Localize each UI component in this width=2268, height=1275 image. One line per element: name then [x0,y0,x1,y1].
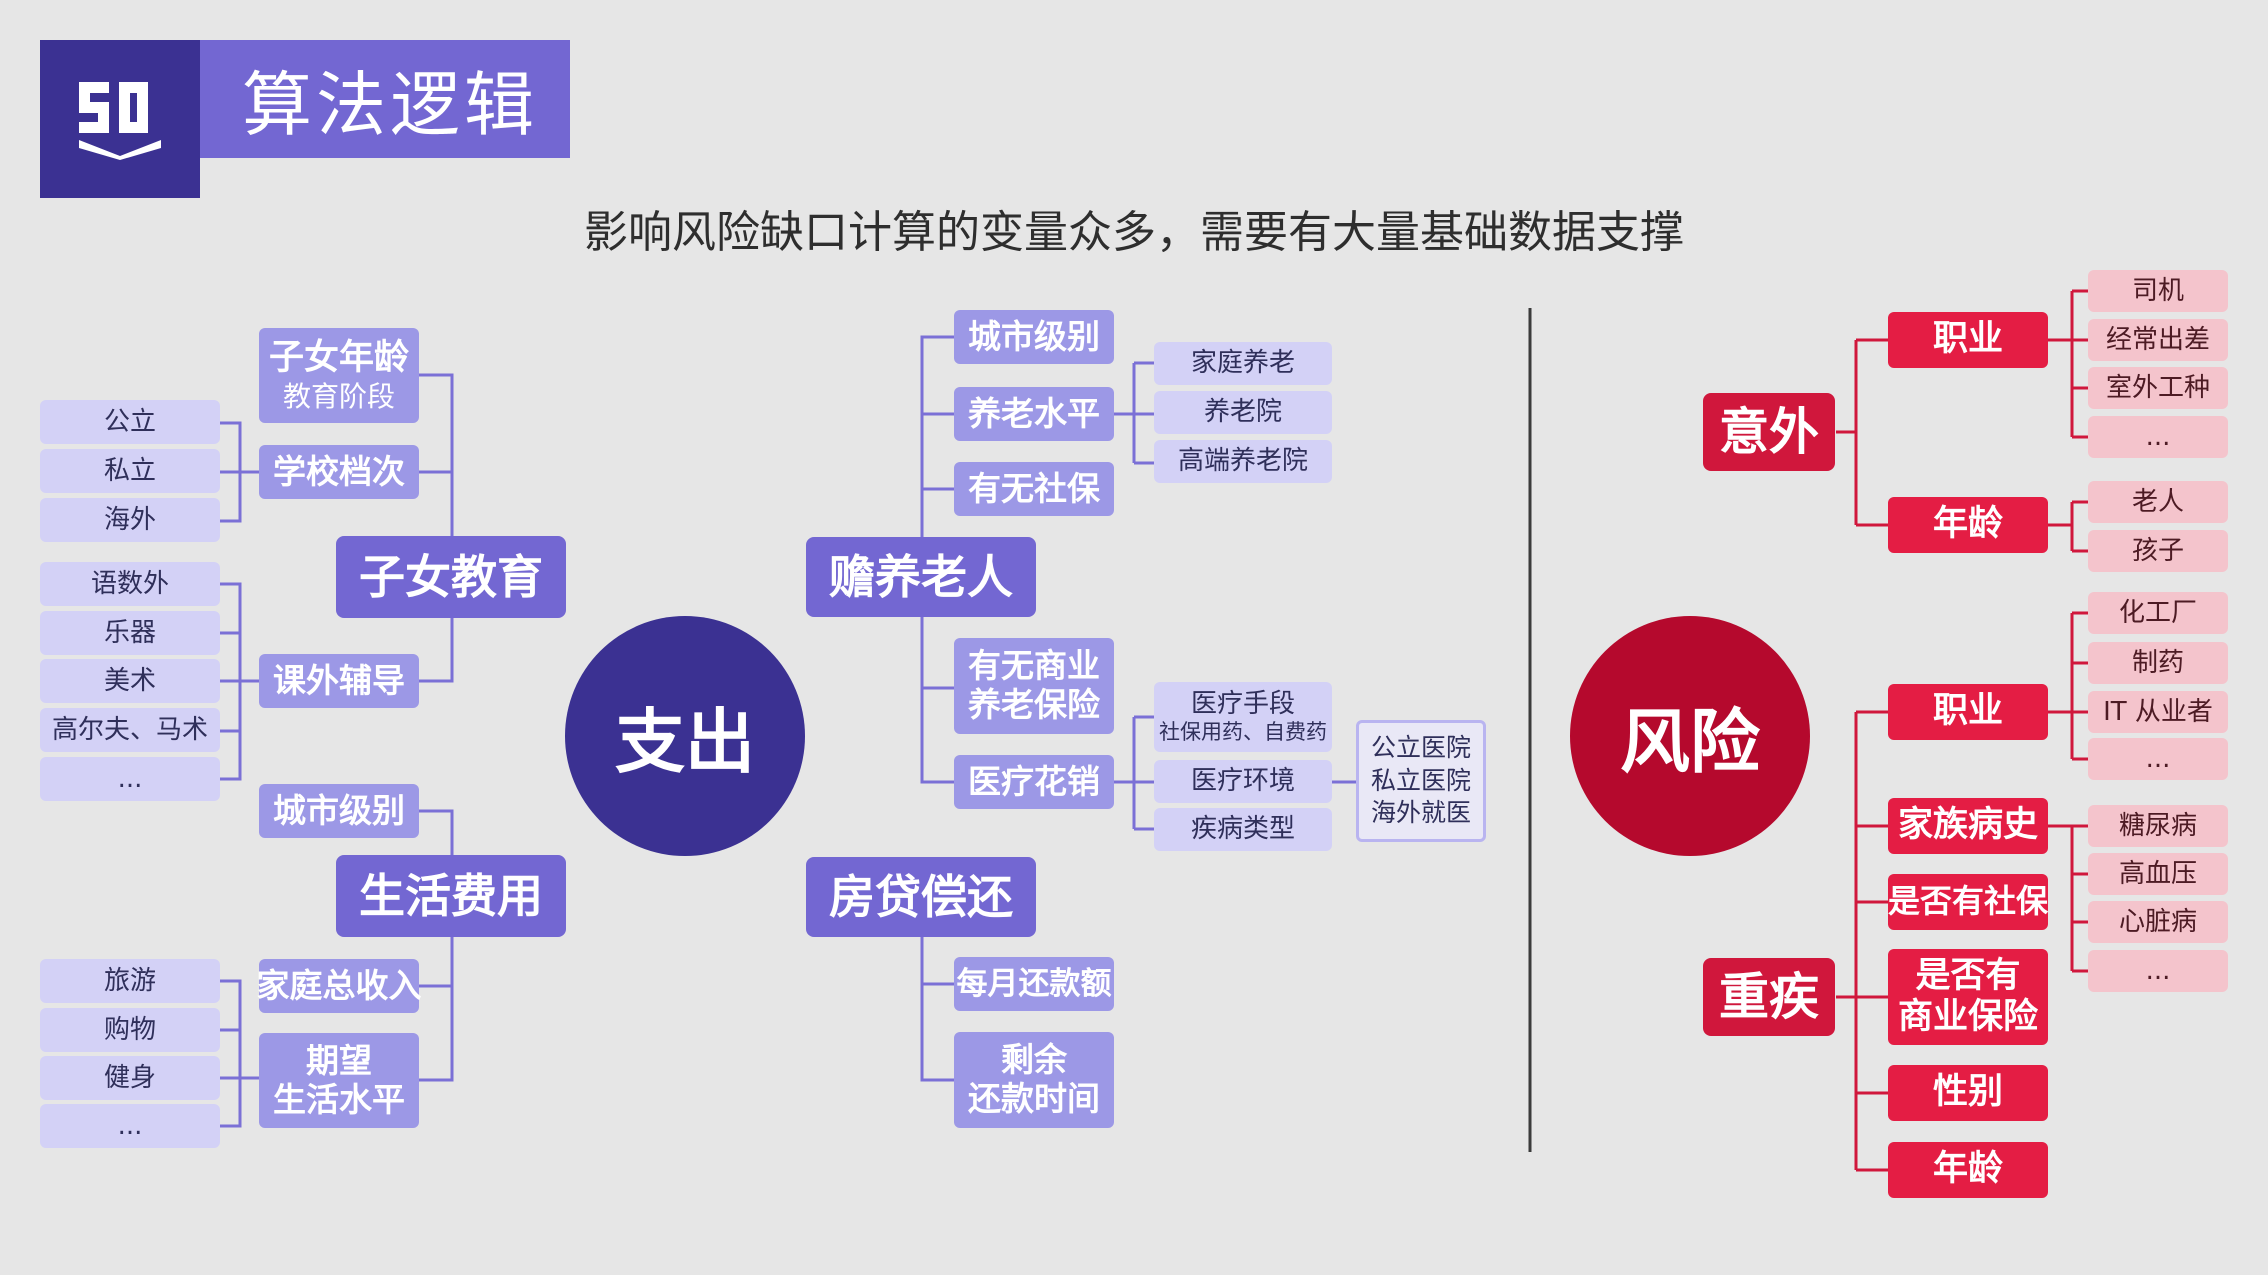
critical-job-item-0: 化工厂 [2088,592,2228,634]
accident-age-item-0: 老人 [2088,481,2228,523]
family-item-1: 高血压 [2088,853,2228,895]
critical-job-item-1: 制药 [2088,642,2228,684]
monthly-payment-node: 每月还款额 [954,957,1114,1011]
school-item-private: 私立 [40,449,220,493]
tutoring-item-3: 高尔夫、马术 [40,708,220,752]
gender-node: 性别 [1888,1065,2048,1121]
school-item-public: 公立 [40,400,220,444]
medical-cost-node: 医疗花销 [954,755,1114,809]
risk-center-node: 风险 [1570,616,1810,856]
disease-type-node: 疾病类型 [1154,808,1332,851]
living-item-1: 购物 [40,1008,220,1052]
tutoring-item-4: ... [40,757,220,801]
accident-job-node: 职业 [1888,312,2048,368]
accident-age-node: 年龄 [1888,497,2048,553]
pension-item-0: 家庭养老 [1154,342,1332,385]
mortgage-node: 房贷偿还 [806,857,1036,937]
elderly-city-node: 城市级别 [954,310,1114,364]
family-item-2: 心脏病 [2088,901,2228,943]
critical-job-node: 职业 [1888,684,2048,740]
accident-node: 意外 [1703,393,1835,471]
accident-job-item-3: ... [2088,416,2228,458]
living-item-3: ... [40,1104,220,1148]
living-city-node: 城市级别 [259,784,419,838]
child-age-node: 子女年龄 教育阶段 [259,328,419,423]
tutoring-node: 课外辅导 [259,654,419,708]
pension-item-1: 养老院 [1154,391,1332,434]
family-item-0: 糖尿病 [2088,805,2228,847]
pension-level-node: 养老水平 [954,387,1114,441]
child-education-node: 子女教育 [336,536,566,618]
expense-center-node: 支出 [565,616,805,856]
logo-box [40,40,200,198]
school-level-node: 学校档次 [259,445,419,499]
critical-commercial-node: 是否有 商业保险 [1888,949,2048,1045]
family-history-node: 家族病史 [1888,798,2048,854]
page-title: 算法逻辑 [242,63,538,146]
family-item-3: ... [2088,950,2228,992]
medical-env-node: 医疗环境 [1154,760,1332,803]
living-item-2: 健身 [40,1056,220,1100]
remaining-time-node: 剩余 还款时间 [954,1032,1114,1128]
living-item-0: 旅游 [40,959,220,1003]
critical-age-node: 年龄 [1888,1142,2048,1198]
living-expense-node: 生活费用 [336,855,566,937]
elderly-commercial-node: 有无商业 养老保险 [954,638,1114,734]
accident-job-item-2: 室外工种 [2088,367,2228,409]
accident-job-item-1: 经常出差 [2088,319,2228,361]
tutoring-item-2: 美术 [40,659,220,703]
accident-job-item-0: 司机 [2088,270,2228,312]
elderly-social-node: 有无社保 [954,462,1114,516]
critical-social-node: 是否有社保 [1888,874,2048,930]
family-income-node: 家庭总收入 [257,959,422,1013]
tutoring-item-1: 乐器 [40,611,220,655]
elderly-support-node: 赡养老人 [806,537,1036,617]
accident-age-item-1: 孩子 [2088,530,2228,572]
expected-living-node: 期望 生活水平 [259,1033,419,1128]
hospital-options-box: 公立医院 私立医院 海外就医 [1356,720,1486,842]
critical-job-item-2: IT 从业者 [2088,691,2228,733]
tutoring-item-0: 语数外 [40,562,220,606]
page-title-banner: 算法逻辑 [200,40,570,158]
critical-job-item-3: ... [2088,738,2228,780]
sd-logo-icon [79,82,161,160]
page-subtitle: 影响风险缺口计算的变量众多，需要有大量基础数据支撑 [584,207,1684,258]
critical-illness-node: 重疾 [1703,958,1835,1036]
medical-means-node: 医疗手段 社保用药、自费药 [1154,682,1332,752]
pension-item-2: 高端养老院 [1154,440,1332,483]
school-item-overseas: 海外 [40,498,220,542]
